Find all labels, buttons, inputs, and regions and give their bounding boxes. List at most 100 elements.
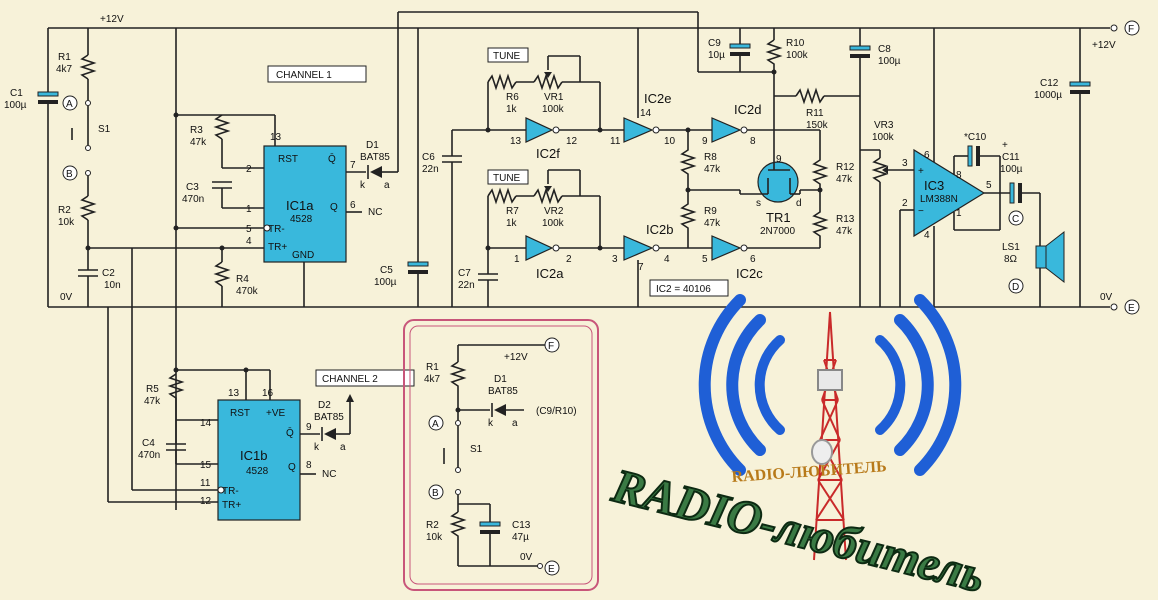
svg-text:13: 13 (510, 136, 522, 147)
channel-1-label: CHANNEL 1 (267, 65, 367, 83)
svg-text:100k: 100k (872, 132, 895, 143)
svg-text:6: 6 (924, 150, 930, 161)
svg-text:100µ: 100µ (4, 100, 27, 111)
svg-text:100µ: 100µ (878, 56, 901, 67)
svg-text:4528: 4528 (290, 214, 313, 225)
svg-text:11: 11 (610, 136, 621, 147)
svg-text:Q̄: Q̄ (328, 152, 336, 165)
tune-label-2: TUNE (487, 169, 529, 185)
R10: R10 100k (765, 28, 809, 75)
svg-text:R12: R12 (836, 162, 855, 173)
svg-text:14: 14 (640, 108, 652, 119)
svg-text:F: F (548, 341, 554, 352)
R4: R4 470k (213, 245, 259, 307)
svg-text:10µ: 10µ (708, 50, 725, 61)
svg-text:4: 4 (924, 230, 930, 241)
R7: R7 1k (487, 187, 534, 229)
radio-logo: RADIO-любитель RADIO-ЛЮБИТЕЛЬ (605, 294, 991, 600)
svg-text:10k: 10k (58, 217, 75, 228)
svg-text:150k: 150k (806, 120, 829, 131)
svg-text:22n: 22n (458, 280, 475, 291)
svg-text:D2: D2 (318, 400, 331, 411)
node-D: D (1008, 278, 1024, 294)
R11: R11 150k (774, 87, 860, 131)
C4: C4 470n (138, 419, 218, 465)
IC1b: RST +VE Q̄ Q IC1b 4528 TR- TR+ (217, 399, 301, 521)
svg-text:IC2a: IC2a (536, 266, 564, 281)
svg-text:100k: 100k (542, 104, 565, 115)
svg-text:k: k (488, 418, 494, 429)
svg-text:8: 8 (956, 170, 962, 181)
svg-text:CHANNEL 2: CHANNEL 2 (322, 374, 378, 385)
svg-text:D: D (1012, 282, 1019, 293)
svg-text:s: s (756, 198, 761, 209)
C1: C1 100µ (4, 28, 59, 307)
svg-text:R4: R4 (236, 274, 249, 285)
svg-text:a: a (340, 442, 346, 453)
svg-text:TR+: TR+ (222, 500, 241, 511)
svg-text:C11: C11 (1002, 152, 1020, 163)
svg-text:R1: R1 (426, 362, 439, 373)
svg-text:Q̄: Q̄ (286, 426, 294, 439)
C8: C8 100µ (849, 44, 901, 307)
svg-text:GND: GND (292, 250, 314, 261)
channel-2-label: CHANNEL 2 (315, 369, 415, 387)
node-F: F (1124, 20, 1140, 36)
svg-text:RST: RST (278, 154, 298, 165)
svg-text:A: A (432, 419, 439, 430)
svg-text:470k: 470k (236, 286, 259, 297)
rail-12v (48, 24, 1118, 32)
svg-text:7: 7 (638, 262, 644, 273)
svg-text:1k: 1k (506, 218, 518, 229)
svg-text:S1: S1 (98, 124, 111, 135)
C9: C9 10µ (698, 28, 774, 73)
svg-text:−: − (918, 206, 924, 217)
svg-text:E: E (548, 564, 555, 575)
svg-text:d: d (796, 198, 802, 209)
svg-text:+: + (1002, 140, 1008, 151)
pin-1: 1 (246, 204, 252, 215)
svg-text:C13: C13 (512, 520, 531, 531)
svg-text:B: B (66, 169, 73, 180)
svg-text:*C10: *C10 (964, 132, 987, 143)
svg-text:C7: C7 (458, 268, 471, 279)
svg-text:1: 1 (514, 254, 520, 265)
svg-text:R7: R7 (506, 206, 519, 217)
svg-text:5: 5 (986, 180, 992, 191)
svg-text:IC2f: IC2f (536, 146, 560, 161)
svg-text:R2: R2 (58, 205, 71, 216)
R2: R2 10k (58, 176, 97, 270)
svg-text:8: 8 (750, 136, 756, 147)
svg-text:IC1b: IC1b (240, 448, 267, 463)
svg-text:C2: C2 (102, 268, 115, 279)
svg-text:k: k (360, 180, 366, 191)
svg-text:8: 8 (306, 460, 312, 471)
svg-text:9: 9 (776, 154, 782, 165)
D1: D1 BAT85 k a (346, 11, 699, 191)
svg-text:47k: 47k (836, 226, 853, 237)
svg-text:100k: 100k (786, 50, 809, 61)
svg-text:IC2e: IC2e (644, 91, 671, 106)
svg-text:F: F (1128, 24, 1134, 35)
svg-text:C4: C4 (142, 438, 155, 449)
svg-text:47k: 47k (836, 174, 853, 185)
svg-text:47k: 47k (704, 164, 721, 175)
label-12v-right: +12V (1092, 40, 1116, 51)
svg-text:RST: RST (230, 408, 250, 419)
svg-text:IC2d: IC2d (734, 102, 761, 117)
svg-text:IC3: IC3 (924, 178, 944, 193)
svg-text:0V: 0V (520, 552, 533, 563)
svg-text:TR1: TR1 (766, 210, 791, 225)
svg-text:6: 6 (750, 254, 756, 265)
node-E: E (1124, 299, 1140, 315)
svg-text:BAT85: BAT85 (360, 152, 390, 163)
svg-text:+12V: +12V (504, 352, 528, 363)
svg-text:a: a (384, 180, 390, 191)
nc-2: NC (322, 469, 336, 480)
svg-text:IC2b: IC2b (646, 222, 673, 237)
svg-text:C9: C9 (708, 38, 721, 49)
svg-text:C5: C5 (380, 265, 393, 276)
svg-text:14: 14 (200, 418, 212, 429)
